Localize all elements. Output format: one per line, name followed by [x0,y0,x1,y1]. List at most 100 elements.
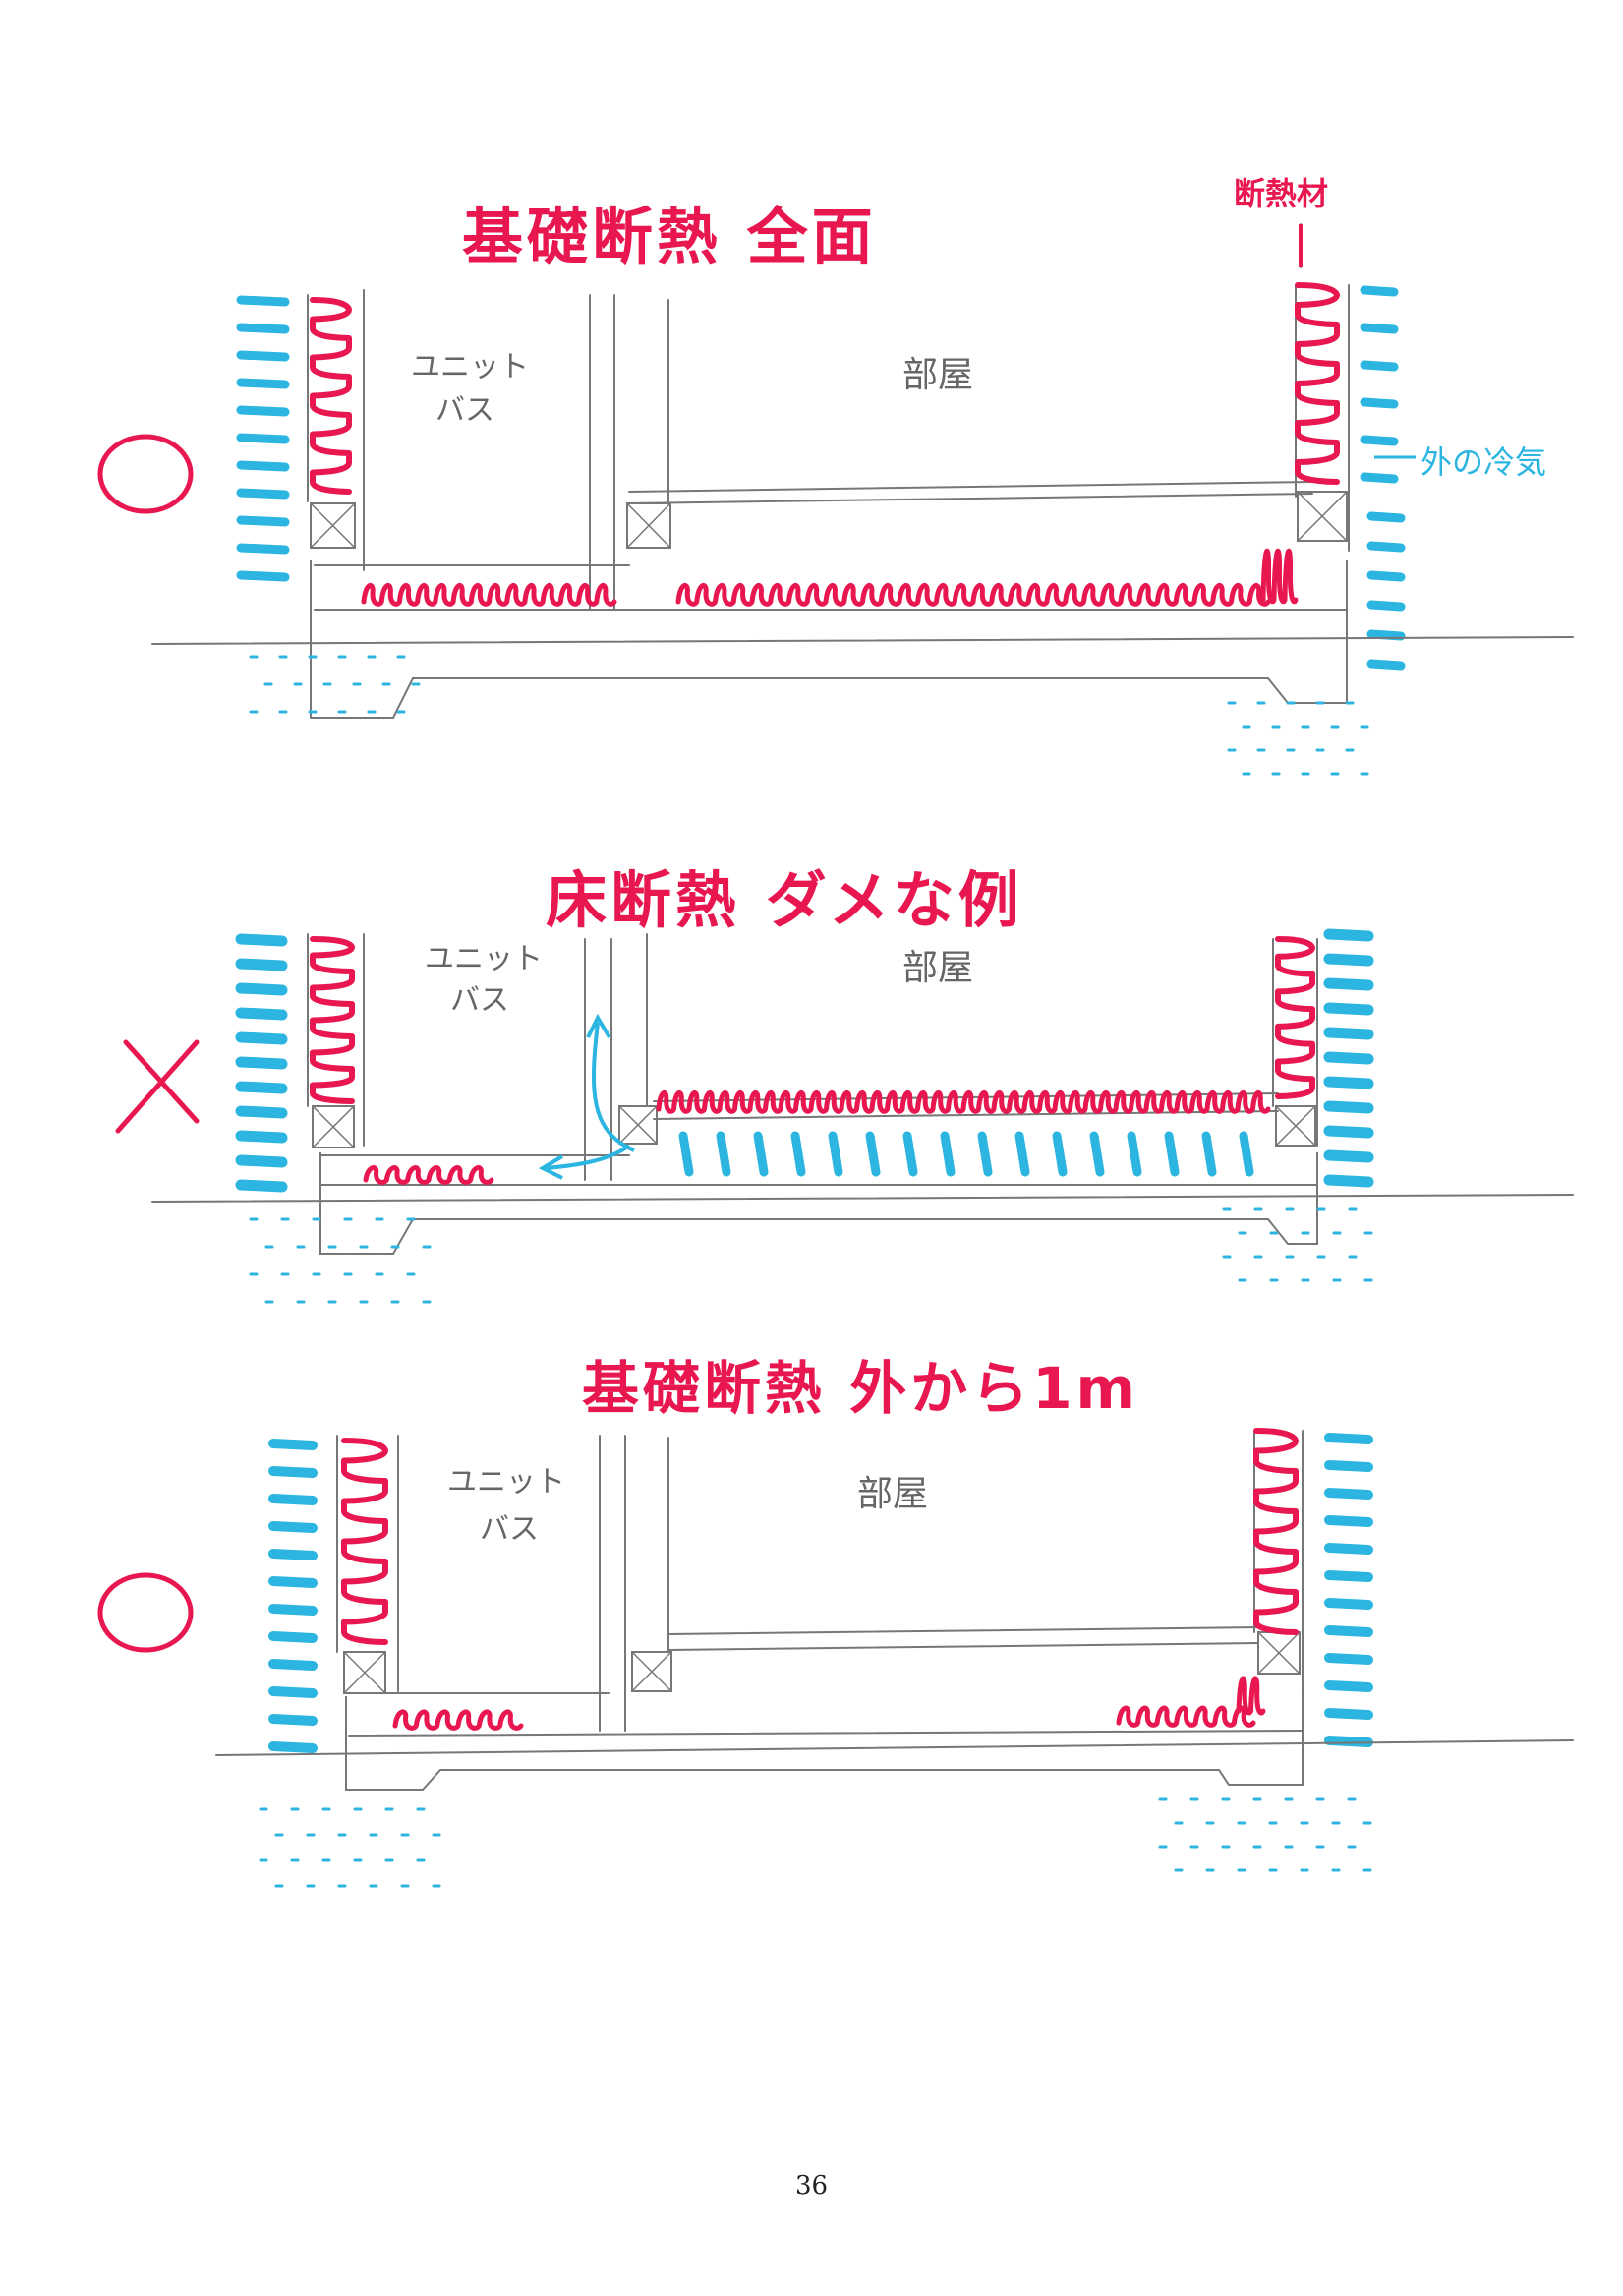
cold-air-dash [235,1007,288,1021]
section-2-bath-label-line2: バス [450,983,509,1018]
underfloor-cold-air [865,1131,881,1177]
cold-air-dash [1324,1460,1373,1472]
sill-block [631,1651,672,1692]
wall-insulation [310,936,355,1104]
foundation-outline [319,1152,1318,1255]
slab-insulation [675,582,1271,607]
cold-air-dash [268,1521,318,1533]
cold-air-dash [235,1105,288,1119]
cold-air-dash [235,1179,288,1193]
underfloor-cold-air [1089,1131,1105,1177]
slab-insulation [361,582,617,607]
cold-air-dash [235,1154,288,1168]
section-2-room-label: 部屋 [902,948,974,988]
sill-block [626,502,671,549]
cold-air-dash [268,1439,318,1450]
cold-air-dash [1323,928,1374,942]
underfloor-cold-air [1239,1131,1254,1177]
section-1-bath-label-line1: ユニット [411,350,529,384]
sill-block [312,1105,355,1148]
cold-air-dash [1323,1076,1374,1089]
sill-block [618,1105,658,1145]
cold-air-dash [1323,1100,1374,1114]
slab-top [348,1730,1304,1737]
cold-air-dash [1366,511,1406,523]
sill-block [618,1105,658,1145]
cold-air-dash [1323,1002,1374,1016]
sill-block [1257,1631,1301,1675]
cold-air-dash [235,1130,288,1144]
section-2-title: 床断熱 ダメな例 [546,864,1023,936]
sill-block [310,502,356,549]
cold-air-dash [1323,1174,1374,1188]
section-3-title: 基礎断熱 外から1m [582,1355,1139,1422]
cold-air-dash [1323,977,1374,991]
section-2-verdict-cross [115,1039,200,1134]
cold-air-dash [1324,1625,1373,1637]
underfloor-cold-air [1201,1131,1217,1177]
floor-insulation [656,1089,1271,1114]
underfloor-cold-air [977,1131,993,1177]
section-3-bath-label-line1: ユニット [447,1465,565,1500]
room-floor-line [628,493,1313,504]
cold-air-dash [268,1686,318,1698]
cold-air-dash [1360,397,1399,409]
airflow-arrow [545,1144,631,1170]
cold-air-dash [268,1576,318,1588]
underfloor-cold-air [1164,1131,1180,1177]
cold-air-dash [235,958,288,971]
section-3-verdict-circle [97,1572,194,1653]
cold-air-dash [236,515,290,527]
sill-block [631,1651,672,1692]
cold-air-dash [236,350,290,362]
cold-air-dash [268,1466,318,1478]
wall-insulation [1295,282,1340,485]
foundation-outline [345,1691,1304,1791]
cold-air-dash [1324,1708,1373,1720]
cold-air-dash [1324,1653,1373,1665]
cold-air-dash [236,570,290,582]
cold-air-dash [236,378,290,389]
cold-air-dash [1324,1433,1373,1444]
underfloor-cold-air [1127,1131,1142,1177]
cold-air-dash [1323,953,1374,967]
cold-air-dash [268,1659,318,1671]
cold-air-dash [236,460,290,472]
cold-air-dash [1324,1680,1373,1692]
cold-air-dash [236,295,290,307]
airflow-arrow [591,1022,635,1152]
section-3-bath-label-line2: バス [480,1512,539,1547]
slab-insulation [1260,548,1299,605]
ground-line [151,1194,1574,1203]
underfloor-cold-air [828,1131,843,1177]
cold-air-dash [268,1604,318,1616]
section-1-title: 基礎断熱 全面 [462,201,877,272]
cold-air-dash [235,1031,288,1045]
underfloor-cold-air [1052,1131,1068,1177]
cold-air-dash [236,543,290,555]
slab-insulation [1116,1705,1256,1728]
cold-air-dash [236,323,290,334]
sill-block [312,1105,355,1148]
underfloor-cold-air [678,1131,694,1177]
cold-air-dash [268,1631,318,1643]
cold-air-dash [235,1056,288,1070]
cold-air-dash [1323,1125,1374,1139]
cold-air-dash [235,1081,288,1094]
sill-block [310,502,356,549]
cold-air-dash [1360,285,1399,297]
wall-insulation [310,297,352,495]
cold-air-dash [1366,570,1406,582]
cold-air-dash [1366,659,1406,671]
sill-block [1297,491,1348,542]
underfloor-cold-air [1014,1131,1030,1177]
cold-air-dash [1360,360,1399,372]
cold-air-dash [1323,1149,1374,1163]
cold-air-dash [1360,435,1399,446]
outside-cold-air-label: 外の冷気 [1420,443,1547,481]
airflow-arrow [586,1013,611,1039]
cold-air-dash [236,433,290,444]
ground-line [151,636,1574,645]
sill-block [1297,491,1348,542]
airflow-arrow [538,1154,564,1180]
